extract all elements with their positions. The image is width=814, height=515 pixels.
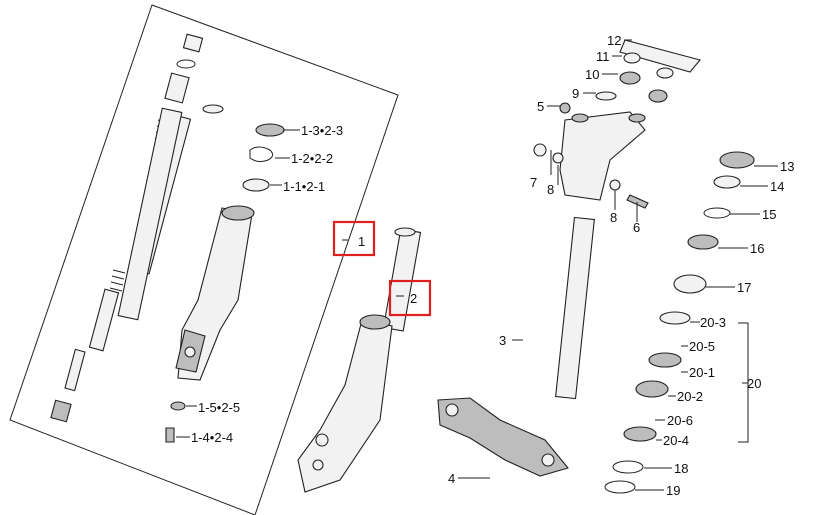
callout-20-4: 20-4 (663, 433, 689, 448)
callout-1-5-2-5: 1-5•2-5 (198, 400, 240, 415)
callout-17: 17 (737, 280, 751, 295)
callout-13: 13 (780, 159, 794, 174)
right-fork-leg (297, 227, 422, 493)
bolt-part (165, 427, 175, 443)
callout-12: 12 (607, 33, 621, 48)
leader-lines (176, 39, 778, 491)
callout-6: 6 (633, 220, 640, 235)
callout-1-3-2-3: 1-3•2-3 (301, 123, 343, 138)
highlight-box-2 (388, 279, 432, 317)
callout-3: 3 (499, 333, 506, 348)
callout-19: 19 (666, 483, 680, 498)
callout-1-4-2-4: 1-4•2-4 (191, 430, 233, 445)
fork-assembly-frame (9, 4, 399, 515)
bearing-stack (604, 151, 755, 494)
circlip-part (249, 146, 274, 163)
callout-11: 11 (596, 49, 610, 64)
bushing-part (242, 178, 270, 192)
top-bridge (559, 111, 646, 201)
callout-8-upper: 8 (547, 182, 554, 197)
callout-1-2-2-2: 1-2•2-2 (291, 151, 333, 166)
left-fork-leg (175, 205, 255, 381)
callout-4: 4 (448, 471, 455, 486)
callout-1: 1 (358, 234, 365, 249)
oil-seal-part (255, 123, 285, 137)
highlight-box-1 (332, 220, 376, 257)
callout-20: 20 (747, 376, 761, 391)
callout-2: 2 (410, 291, 417, 306)
callout-18: 18 (674, 461, 688, 476)
steering-stem (437, 216, 595, 477)
callout-7: 7 (530, 175, 537, 190)
callout-20-2: 20-2 (677, 389, 703, 404)
inner-fork-tube (117, 107, 183, 321)
callout-16: 16 (750, 241, 764, 256)
callout-20-5: 20-5 (689, 339, 715, 354)
callout-20-1: 20-1 (689, 365, 715, 380)
washer-part (170, 401, 186, 411)
callout-9: 9 (572, 86, 579, 101)
callout-20-6: 20-6 (667, 413, 693, 428)
callout-8-lower: 8 (610, 210, 617, 225)
callout-1-1-2-1: 1-1•2-1 (283, 179, 325, 194)
callout-10: 10 (585, 67, 599, 82)
callout-14: 14 (770, 179, 784, 194)
callout-15: 15 (762, 207, 776, 222)
callout-20-3: 20-3 (700, 315, 726, 330)
top-bridge-fasteners (533, 39, 701, 209)
callout-5: 5 (537, 99, 544, 114)
